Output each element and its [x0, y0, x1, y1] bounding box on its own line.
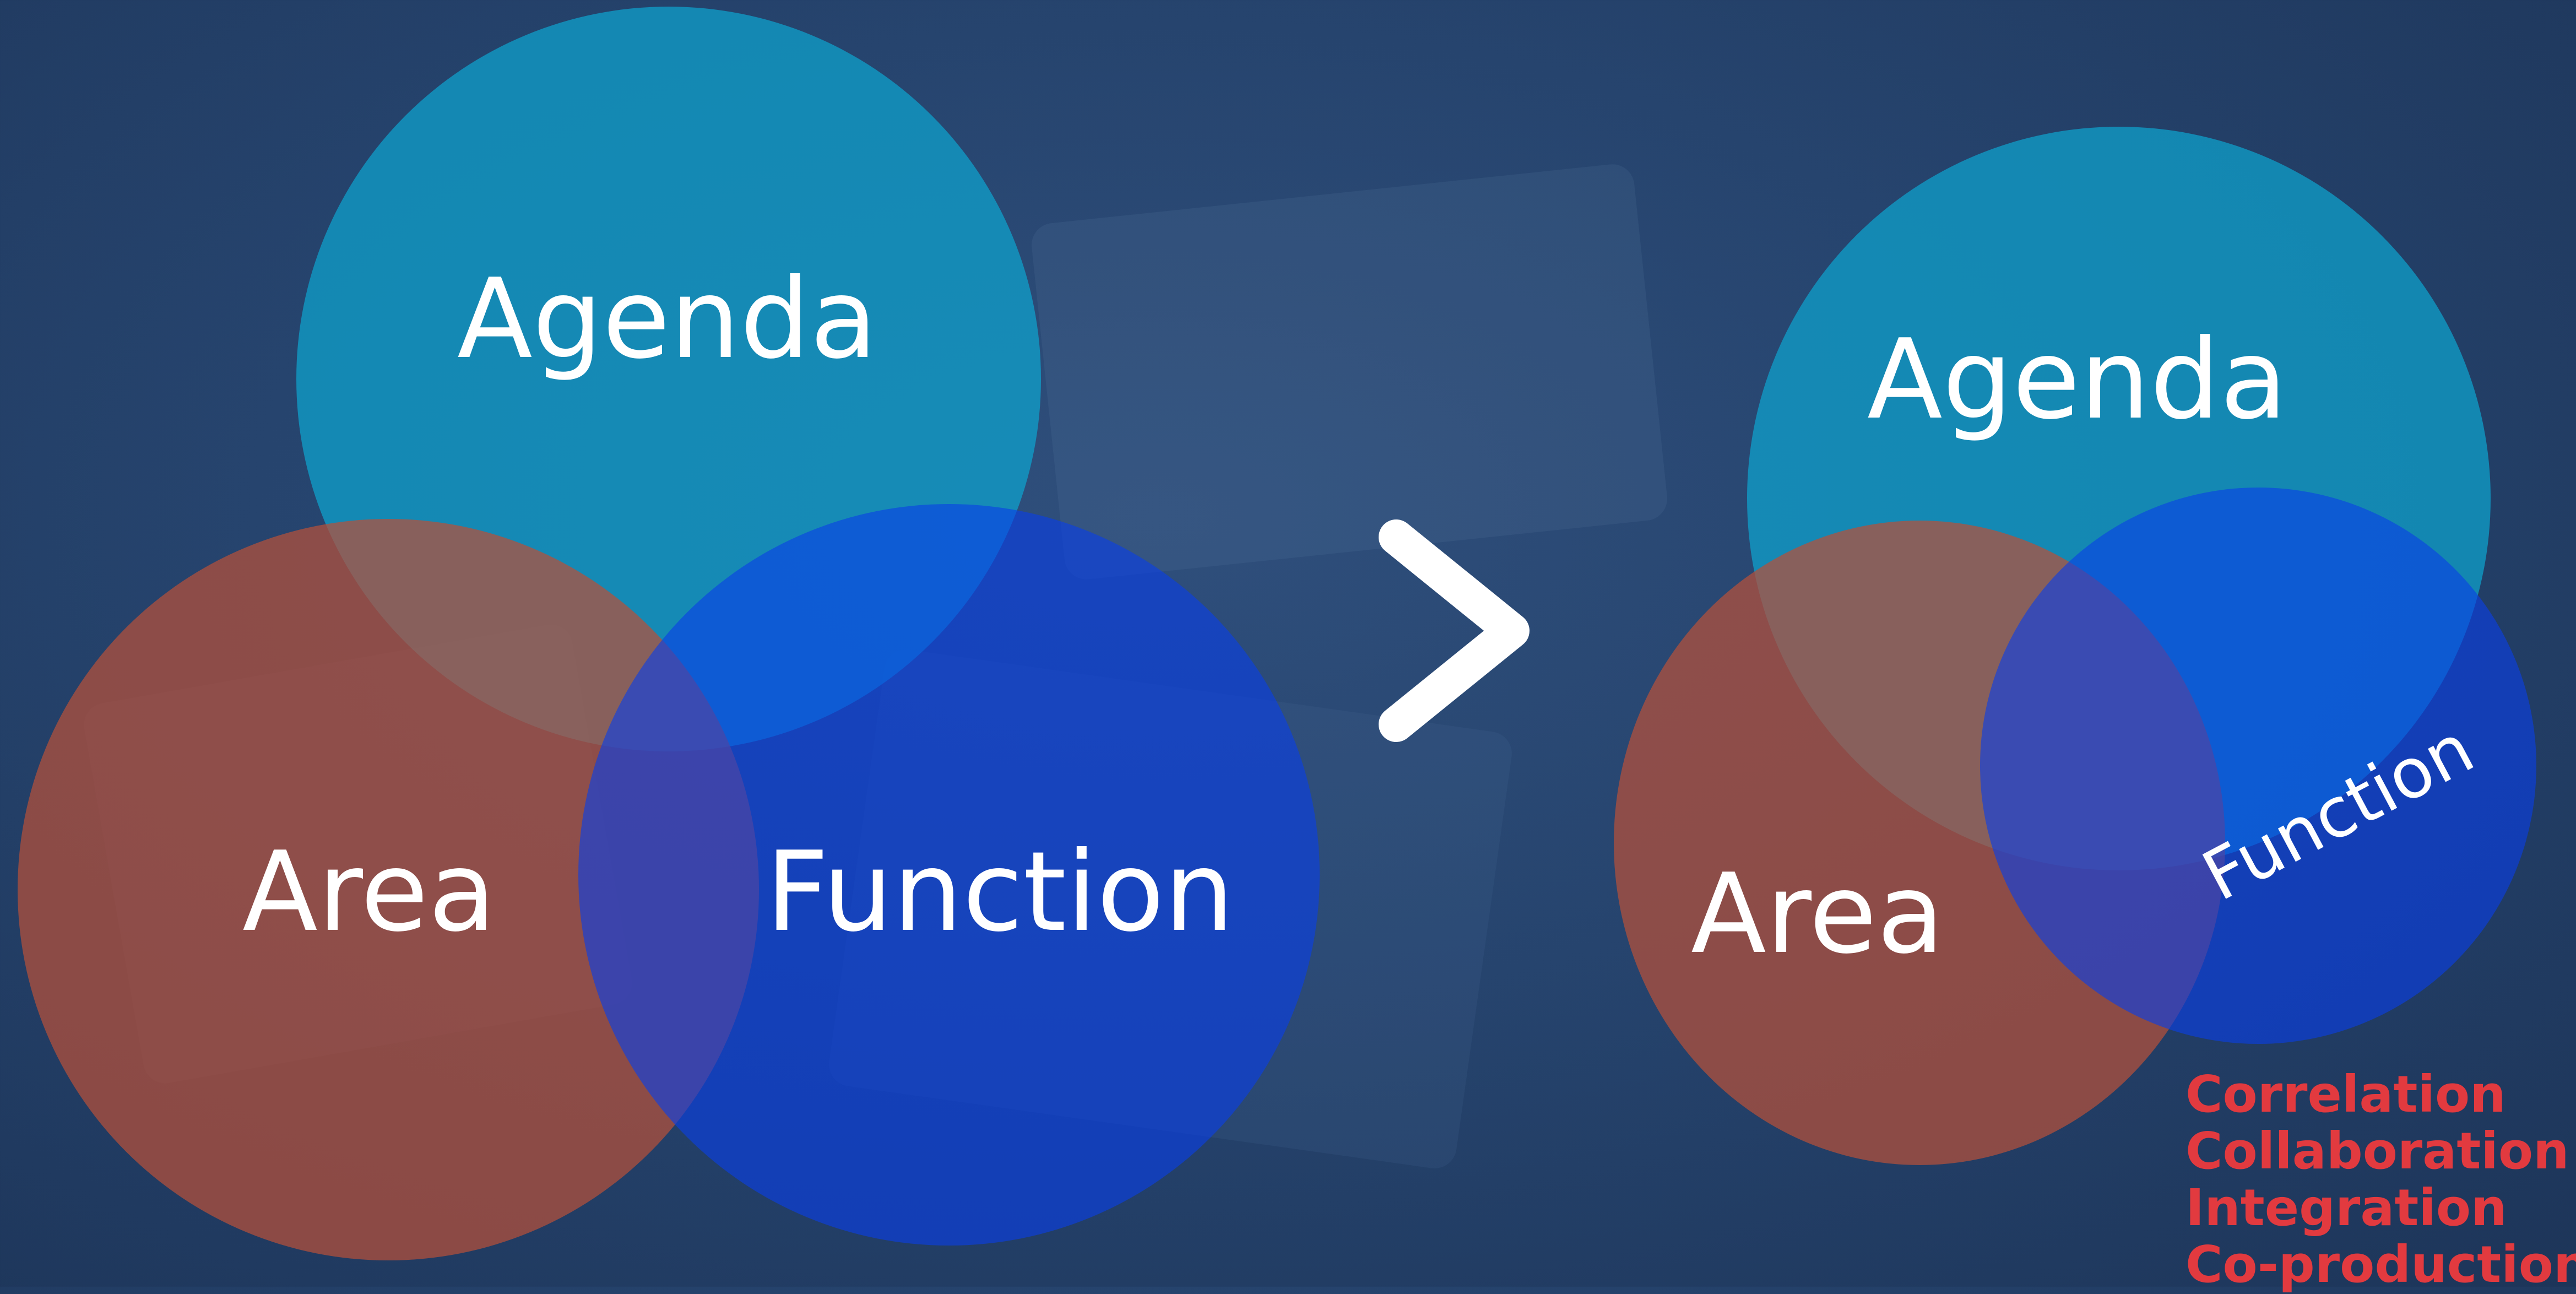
left-function-circle — [578, 504, 1320, 1246]
chevron-right-icon — [1379, 519, 1530, 742]
list-item: Co-production — [2185, 1235, 2576, 1294]
right-area-label: Area — [1691, 850, 1945, 978]
left-area-label: Area — [242, 828, 496, 956]
list-item: Correlation — [2185, 1065, 2506, 1124]
right-function-circle — [1980, 488, 2536, 1044]
background-photo-shape — [1029, 162, 1669, 582]
collaboration-terms-list: Correlation Collaboration Integration Co… — [2185, 1066, 2576, 1293]
list-item: Integration — [2185, 1178, 2507, 1237]
left-agenda-label: Agenda — [457, 255, 878, 383]
left-function-label: Function — [766, 828, 1234, 956]
right-agenda-label: Agenda — [1867, 316, 2288, 444]
list-item: Collaboration — [2185, 1122, 2569, 1181]
